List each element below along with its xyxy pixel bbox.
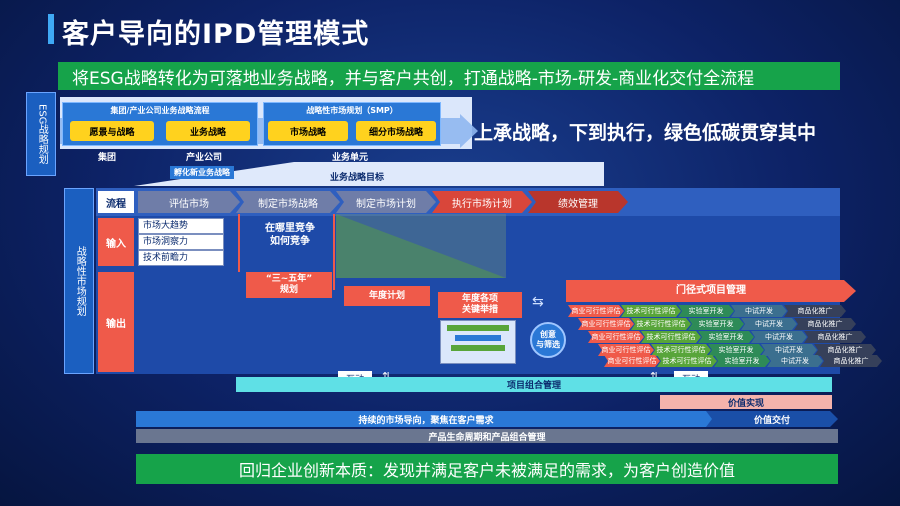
key-actions-docs	[440, 320, 516, 364]
input-insight: 市场洞察力	[138, 234, 224, 250]
stage-commercial: 商品化推广	[814, 344, 876, 356]
interaction-arrows-left: ⇅	[382, 370, 391, 383]
interaction-arrows-right: ⇅	[650, 370, 659, 383]
slogan: 上承战略，下到执行，绿色低碳贯穿其中	[474, 122, 817, 144]
title-accent-bar	[48, 14, 54, 44]
stage-lab-dev: 实验室开发	[688, 318, 744, 330]
page-title: 客户导向的IPD管理模式	[62, 19, 370, 50]
creative-filter: 创意 与筛选	[530, 322, 566, 358]
value-delivery: 价值交付	[706, 411, 838, 427]
value-realize: 价值实现	[660, 395, 832, 409]
smp-side-label: 战略性市场规划	[64, 188, 94, 374]
stage-pilot-dev: 中试开发	[731, 305, 787, 317]
stage-lab-dev: 实验室开发	[698, 331, 754, 343]
top-banner-text: 将ESG战略转化为可落地业务战略，并与客户共创，打通战略-市场-研发-商业化交付…	[72, 68, 755, 89]
stage-pilot-dev: 中试开发	[767, 355, 823, 367]
stage-lab-dev: 实验室开发	[714, 355, 770, 367]
stage-row-4: 商业可行性评估 技术可行性评估 实验室开发 中试开发 商品化推广	[598, 344, 873, 356]
row-label-input: 输入	[98, 218, 134, 266]
level-industry: 产业公司	[186, 153, 223, 163]
stage-row-3: 商业可行性评估 技术可行性评估 实验室开发 中试开发 商品化推广	[588, 331, 863, 343]
stage-pilot-dev: 中试开发	[761, 344, 817, 356]
stage-performance: 绩效管理	[528, 191, 628, 213]
goal-label: 业务战略目标	[330, 173, 385, 183]
three-five-year-plan: “三~五年” 规划	[246, 272, 332, 298]
input-trend: 市场大趋势	[138, 218, 224, 234]
stage-tech-feasibility: 技术可行性评估	[631, 318, 691, 330]
portfolio-bar: 项目组合管理	[236, 377, 832, 392]
stage-biz-feasibility: 商业可行性评估	[568, 305, 624, 317]
stage-commercial: 商品化推广	[794, 318, 856, 330]
stage-commercial: 商品化推广	[784, 305, 846, 317]
stage-tech-feasibility: 技术可行性评估	[651, 344, 711, 356]
group-process-label: 集团/产业公司业务战略流程	[110, 106, 210, 115]
stage-pilot-dev: 中试开发	[751, 331, 807, 343]
row-label-output: 输出	[98, 272, 134, 372]
bottom-banner-text: 回归企业创新本质：发现并满足客户未被满足的需求，为客户创造价值	[238, 461, 735, 480]
stage-commercial: 商品化推广	[820, 355, 882, 367]
stage-tech-feasibility: 技术可行性评估	[657, 355, 717, 367]
stage-tech-feasibility: 技术可行性评估	[641, 331, 701, 343]
market-oriented-bar: 持续的市场导向，聚焦在客户需求	[136, 411, 716, 427]
cycle-icon: ⇆	[532, 294, 544, 310]
row-label-process: 流程	[98, 191, 134, 213]
stage-market-strategy: 制定市场战略	[236, 191, 340, 213]
top-banner: 将ESG战略转化为可落地业务战略，并与客户共创，打通战略-市场-研发-商业化交付…	[58, 62, 840, 90]
vision-strategy-button: 愿景与战略	[70, 121, 154, 141]
stage-biz-feasibility: 商业可行性评估	[588, 331, 644, 343]
stage-biz-feasibility: 商业可行性评估	[578, 318, 634, 330]
business-strategy-button: 业务战略	[166, 121, 250, 141]
key-actions: 年度各项 关键举措	[438, 292, 522, 318]
stage-row-5: 商业可行性评估 技术可行性评估 实验室开发 中试开发 商品化推广	[604, 355, 879, 367]
arrow-line-2	[333, 214, 335, 290]
esg-side-label: ESG战略规划	[26, 92, 56, 176]
lifecycle-bar: 产品生命周期和产品组合管理	[136, 429, 838, 443]
stage-commercial: 商品化推广	[804, 331, 866, 343]
stage-pilot-dev: 中试开发	[741, 318, 797, 330]
stage-execute-plan: 执行市场计划	[432, 191, 532, 213]
input-foresight: 技术前瞻力	[138, 250, 224, 266]
arrow-line-1	[238, 214, 240, 272]
stage-row-2: 商业可行性评估 技术可行性评估 实验室开发 中试开发 商品化推广	[578, 318, 853, 330]
annual-plan: 年度计划	[344, 286, 430, 306]
level-group: 集团	[98, 153, 117, 163]
level-business-unit: 业务单元	[332, 153, 369, 163]
bottom-banner: 回归企业创新本质：发现并满足客户未被满足的需求，为客户创造价值	[136, 454, 838, 484]
stage-assess-market: 评估市场	[138, 191, 240, 213]
stage-biz-feasibility: 商业可行性评估	[598, 344, 654, 356]
goal-wedge	[134, 162, 604, 186]
stage-lab-dev: 实验室开发	[708, 344, 764, 356]
stage-biz-feasibility: 商业可行性评估	[604, 355, 660, 367]
stage-lab-dev: 实验室开发	[678, 305, 734, 317]
where-compete-text: 在哪里竞争 如何竞争	[265, 223, 315, 247]
plan-wedge	[336, 214, 506, 278]
stage-market-plan: 制定市场计划	[336, 191, 436, 213]
segment-strategy-button: 细分市场战略	[356, 121, 436, 141]
gate-project-management: 门径式项目管理	[566, 280, 856, 302]
market-strategy-button: 市场战略	[268, 121, 348, 141]
stage-tech-feasibility: 技术可行性评估	[621, 305, 681, 317]
smp-process-label: 战略性市场规划（SMP）	[306, 106, 398, 115]
stage-row-1: 商业可行性评估 技术可行性评估 实验室开发 中试开发 商品化推广	[568, 305, 843, 317]
portfolio-label: 项目组合管理	[506, 381, 561, 391]
incubate-label: 孵化新业务战略	[170, 166, 234, 179]
